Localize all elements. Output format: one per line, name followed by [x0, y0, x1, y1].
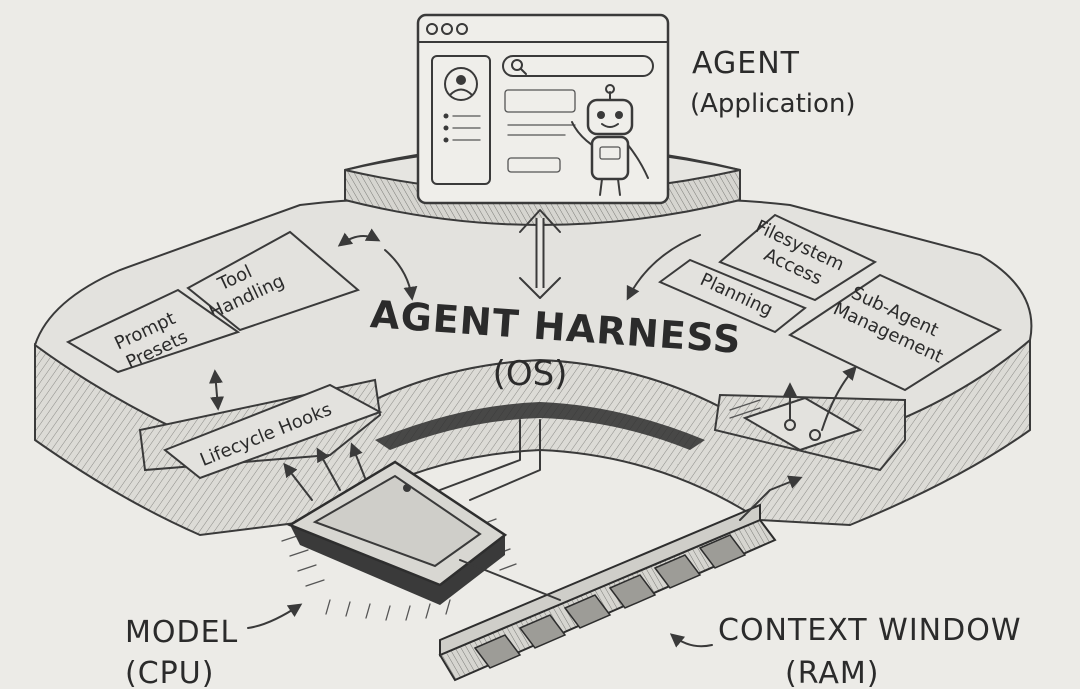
chip-ram-connector — [459, 559, 561, 601]
up-arrow-icon — [739, 475, 803, 521]
up-arrow-icon — [316, 447, 341, 491]
window-dot-icon — [456, 23, 468, 35]
up-arrow-icon — [283, 462, 313, 501]
up-arrow-icon — [349, 442, 366, 479]
window-dot-icon — [426, 23, 438, 35]
robot-icon — [571, 84, 649, 196]
curved-arrow-icon — [337, 228, 381, 247]
vertical-arrow-icon — [208, 369, 225, 411]
module-tool-handling: Tool Handling — [186, 230, 360, 332]
search-icon — [511, 59, 523, 71]
ram-module — [438, 503, 777, 682]
up-arrow-icon — [821, 365, 857, 431]
harness-subtitle: (OS) — [493, 354, 568, 394]
cpu-chip — [281, 460, 517, 621]
curved-arrow-icon — [626, 234, 701, 301]
window-dot-icon — [441, 23, 453, 35]
model-subtitle: (CPU) — [125, 656, 214, 689]
agent-harness-arrow — [519, 209, 561, 299]
agent-title: AGENT — [692, 46, 800, 81]
model-title: MODEL — [125, 615, 238, 650]
module-prompt-presets: Prompt Presets — [65, 288, 241, 373]
search-bar — [502, 55, 654, 77]
agent-subtitle: (Application) — [690, 89, 856, 119]
context-subtitle: (RAM) — [785, 656, 879, 689]
chip-connector — [439, 419, 521, 491]
pointer-arrow-icon — [247, 603, 303, 629]
agent-application: AGENT (Application) — [344, 13, 856, 226]
context-title: CONTEXT WINDOW — [718, 613, 1022, 648]
chip-connector — [469, 419, 541, 501]
curved-arrow-icon — [384, 249, 418, 301]
pointer-arrow-icon — [669, 633, 713, 648]
avatar-icon — [444, 67, 478, 101]
